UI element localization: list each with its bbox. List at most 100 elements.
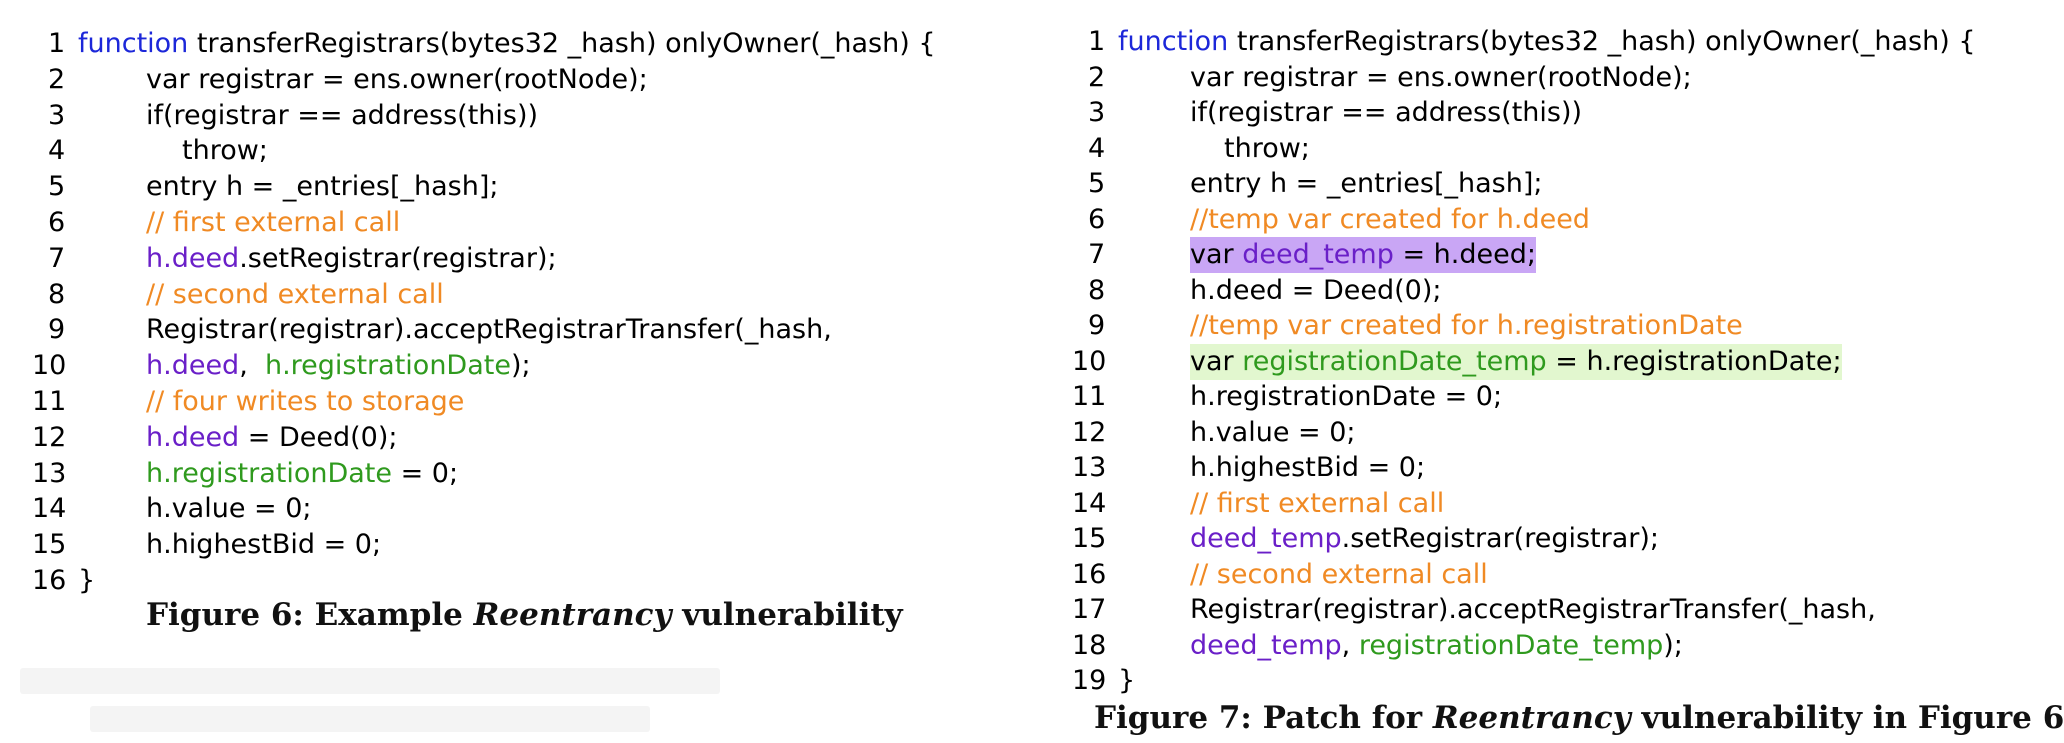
code-text: // four writes to storage	[146, 384, 464, 420]
caption-emphasis: Reentrancy	[473, 597, 672, 633]
code-token: = 0;	[392, 457, 459, 489]
code-text: var registrationDate_temp = h.registrati…	[1190, 343, 1842, 380]
code-comment: //temp var created for h.deed	[1190, 203, 1590, 235]
code-text: h.deed = Deed(0);	[146, 420, 398, 456]
code-token: h.deed	[146, 242, 240, 274]
line-number: 6	[48, 207, 66, 238]
code-text: h.value = 0;	[146, 491, 312, 527]
line-number: 5	[1088, 168, 1106, 199]
caption-prefix: Figure 6: Example	[146, 597, 474, 633]
line-number: 14	[32, 493, 67, 525]
code-token: .setRegistrar(registrar);	[239, 242, 557, 274]
code-text: }	[1118, 663, 1135, 699]
line-number: 8	[1088, 274, 1106, 306]
code-text: entry h = _entries[_hash];	[1190, 166, 1542, 202]
code-text: //temp var created for h.registrationDat…	[1190, 308, 1743, 344]
line-number: 1	[1088, 26, 1106, 57]
code-text: h.highestBid = 0;	[1190, 450, 1425, 486]
code-token: = Deed(0);	[239, 421, 398, 453]
code-token: h.registrationDate	[146, 457, 393, 489]
line-number: 18	[1072, 629, 1107, 661]
code-token: transferRegistrars(bytes32 _hash) onlyOw…	[188, 28, 936, 59]
line-number: 19	[1072, 665, 1107, 696]
line-number: 2	[48, 63, 66, 95]
code-text: // first external call	[146, 205, 400, 241]
code-text: h.value = 0;	[1190, 415, 1356, 451]
line-number: 8	[48, 278, 66, 310]
code-token: transferRegistrars(bytes32 _hash) onlyOw…	[1228, 26, 1976, 57]
line-number: 15	[1072, 523, 1107, 554]
code-text: h.highestBid = 0;	[146, 527, 381, 563]
code-token: var registrar = ens.owner(rootNode);	[1190, 61, 1692, 93]
code-token: throw;	[1224, 132, 1310, 164]
code-text: throw;	[182, 133, 268, 169]
code-text: // second external call	[1190, 557, 1488, 593]
faded-text-artifact	[20, 668, 720, 694]
code-text: var registrar = ens.owner(rootNode);	[146, 62, 648, 98]
code-token: entry h = _entries[_hash];	[146, 171, 499, 203]
code-text: var deed_temp = h.deed;	[1190, 237, 1536, 273]
code-text: if(registrar == address(this))	[1190, 95, 1582, 131]
code-token: ,	[1341, 629, 1359, 661]
figure-7-caption: Figure 7: Patch for Reentrancy vulnerabi…	[1094, 700, 2064, 736]
line-number: 11	[32, 386, 67, 417]
line-number: 2	[1088, 61, 1106, 93]
code-text: }	[78, 563, 95, 599]
code-text: h.deed = Deed(0);	[1190, 273, 1441, 309]
code-token: = h.registrationDate;	[1546, 345, 1842, 377]
code-comment: // first external call	[1190, 487, 1445, 519]
code-token: registrationDate_temp	[1242, 345, 1547, 377]
code-text: // second external call	[146, 277, 444, 313]
code-token: if(registrar == address(this))	[146, 99, 539, 131]
code-text: var registrar = ens.owner(rootNode);	[1190, 60, 1692, 96]
line-number: 14	[1072, 487, 1107, 519]
code-token: h.deed	[146, 350, 240, 382]
code-text: function transferRegistrars(bytes32 _has…	[1118, 24, 1976, 60]
code-text: throw;	[1224, 131, 1310, 167]
line-number: 17	[1072, 594, 1107, 625]
line-number: 3	[48, 99, 66, 131]
figure-6-caption: Figure 6: Example Reentrancy vulnerabili…	[146, 597, 903, 633]
code-token: h.value = 0;	[1190, 416, 1356, 448]
caption-suffix: vulnerability in Figure 6	[1630, 700, 2064, 736]
code-comment: // second external call	[146, 278, 444, 310]
code-text: h.deed.setRegistrar(registrar);	[146, 241, 557, 277]
code-comment: // second external call	[1190, 558, 1488, 590]
line-number: 3	[1088, 97, 1106, 128]
code-text: if(registrar == address(this))	[146, 98, 538, 134]
code-text: deed_temp.setRegistrar(registrar);	[1190, 521, 1659, 557]
code-comment: // four writes to storage	[146, 386, 465, 417]
code-text: entry h = _entries[_hash];	[146, 169, 498, 205]
code-token: Registrar(registrar).acceptRegistrarTran…	[1190, 594, 1876, 625]
line-number: 7	[48, 242, 66, 274]
code-text: deed_temp, registrationDate_temp);	[1190, 628, 1683, 664]
caption-emphasis: Reentrancy	[1432, 700, 1631, 736]
caption-suffix: vulnerability	[671, 597, 903, 633]
line-number: 12	[32, 421, 67, 453]
code-token: }	[1118, 665, 1136, 696]
code-text: // first external call	[1190, 486, 1444, 522]
code-text: h.registrationDate = 0;	[1190, 379, 1502, 415]
code-keyword: function	[78, 28, 189, 59]
code-token: h.registrationDate = 0;	[1190, 381, 1503, 412]
line-number: 10	[32, 350, 67, 382]
code-token: = h.deed;	[1393, 239, 1536, 270]
line-number: 10	[1072, 345, 1107, 377]
code-text: function transferRegistrars(bytes32 _has…	[78, 26, 936, 62]
code-keyword: function	[1118, 26, 1229, 57]
line-number: 16	[1072, 558, 1107, 590]
line-number: 9	[48, 314, 66, 346]
code-token: h.value = 0;	[146, 493, 312, 525]
caption-prefix: Figure 7: Patch for	[1094, 700, 1433, 736]
faded-text-artifact	[90, 706, 650, 732]
line-number: 6	[1088, 203, 1106, 235]
code-comment: //temp var created for h.registrationDat…	[1190, 310, 1743, 341]
code-token: h.deed	[146, 421, 240, 453]
code-token: h.highestBid = 0;	[146, 529, 382, 561]
code-token: deed_temp	[1190, 523, 1342, 554]
code-token: throw;	[182, 135, 268, 167]
code-text: //temp var created for h.deed	[1190, 202, 1590, 238]
code-token: var	[1190, 345, 1243, 377]
line-number: 5	[48, 171, 66, 203]
code-token: );	[1663, 629, 1683, 661]
